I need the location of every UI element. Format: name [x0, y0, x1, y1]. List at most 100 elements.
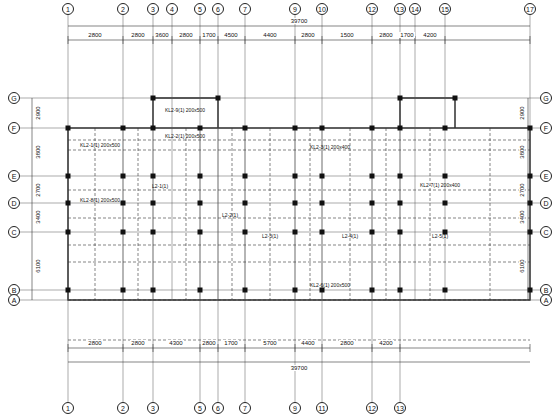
axis-bubble: 7 — [239, 402, 251, 414]
column — [453, 96, 458, 101]
beam-label: L2-5(1) — [431, 234, 449, 239]
column — [293, 230, 298, 235]
dimension-text: 2900 — [35, 105, 41, 120]
axis-line — [20, 300, 540, 301]
axis-number: 14 — [411, 6, 419, 13]
column — [66, 174, 71, 179]
dimension-text: 2800 — [130, 340, 145, 346]
axis-bubble: 2 — [117, 3, 129, 15]
dimension-line — [68, 362, 530, 363]
column — [243, 174, 248, 179]
axis-bubble: A — [540, 294, 552, 306]
column — [66, 201, 71, 206]
beam-line — [430, 128, 431, 300]
column — [216, 96, 221, 101]
axis-line — [172, 15, 173, 300]
column — [370, 230, 375, 235]
axis-bubble: C — [540, 226, 552, 238]
column — [198, 288, 203, 293]
axis-bubble: 5 — [194, 3, 206, 15]
dimension-text: 1700 — [399, 32, 414, 38]
beam-line — [138, 128, 139, 300]
axis-number: 9 — [293, 405, 297, 412]
dimension-text: 4500 — [223, 32, 238, 38]
dimension-text: 2700 — [519, 182, 525, 197]
axis-bubble: 17 — [524, 3, 536, 15]
column — [151, 201, 156, 206]
column — [243, 126, 248, 131]
dimension-text: 4200 — [378, 340, 393, 346]
column — [370, 174, 375, 179]
beam-label: L2-1(1) — [151, 184, 169, 189]
dimension-tick — [123, 344, 124, 352]
axis-number: C — [543, 229, 548, 236]
axis-line — [322, 128, 323, 402]
axis-bubble: D — [540, 197, 552, 209]
column — [370, 126, 375, 131]
axis-bubble: 9 — [289, 3, 301, 15]
axis-number: F — [544, 125, 548, 132]
axis-bubble: 12 — [366, 3, 378, 15]
dimension-text: 3600 — [154, 32, 169, 38]
axis-bubble: 14 — [409, 3, 421, 15]
column — [66, 126, 71, 131]
column — [293, 126, 298, 131]
beam-label: KL2-2(1) 200x500 — [164, 134, 206, 139]
axis-line — [68, 128, 69, 402]
axis-line — [20, 203, 540, 204]
dimension-text: 2800 — [378, 32, 393, 38]
dimension-text: 39700 — [290, 365, 309, 371]
axis-bubble: 3 — [147, 402, 159, 414]
axis-bubble: 6 — [212, 3, 224, 15]
column — [320, 174, 325, 179]
axis-number: B — [12, 287, 17, 294]
axis-number: A — [544, 297, 549, 304]
axis-number: 9 — [293, 6, 297, 13]
axis-number: 10 — [318, 6, 326, 13]
column — [121, 201, 126, 206]
dimension-line — [68, 26, 530, 27]
dimension-text: 2700 — [35, 182, 41, 197]
axis-number: 13 — [396, 6, 404, 13]
axis-number: 1 — [66, 405, 70, 412]
axis-bubble: E — [540, 170, 552, 182]
column — [398, 230, 403, 235]
axis-line — [123, 128, 124, 402]
column — [121, 288, 126, 293]
axis-line — [20, 128, 540, 129]
column — [293, 288, 298, 293]
beam-label: KL2-9(1) 200x500 — [164, 108, 206, 113]
dimension-tick — [372, 344, 373, 352]
beam-line — [68, 150, 530, 151]
axis-bubble: F — [540, 122, 552, 134]
axis-number: 3 — [151, 6, 155, 13]
axis-number: C — [11, 229, 16, 236]
axis-line — [153, 128, 154, 402]
column — [151, 174, 156, 179]
column — [320, 230, 325, 235]
beam-label: KL2-7(1) 200x400 — [419, 183, 461, 188]
dimension-tick — [68, 344, 69, 352]
axis-line — [218, 128, 219, 402]
axis-number: 12 — [368, 6, 376, 13]
column — [121, 230, 126, 235]
column — [66, 230, 71, 235]
column — [320, 126, 325, 131]
dimension-line — [528, 98, 529, 300]
dimension-tick — [445, 36, 446, 44]
column — [293, 201, 298, 206]
beam-line — [350, 128, 351, 300]
beam-label: KL2-6(1) 200x500 — [309, 283, 351, 288]
dimension-tick — [322, 344, 323, 352]
dimension-tick — [400, 344, 401, 352]
column — [443, 174, 448, 179]
column — [398, 201, 403, 206]
column — [443, 126, 448, 131]
beam-label: L2-2(1) — [221, 213, 239, 218]
axis-number: 5 — [198, 6, 202, 13]
dimension-text: 2800 — [300, 32, 315, 38]
dimension-text: 4200 — [422, 32, 437, 38]
axis-number: 12 — [368, 405, 376, 412]
column — [320, 288, 325, 293]
